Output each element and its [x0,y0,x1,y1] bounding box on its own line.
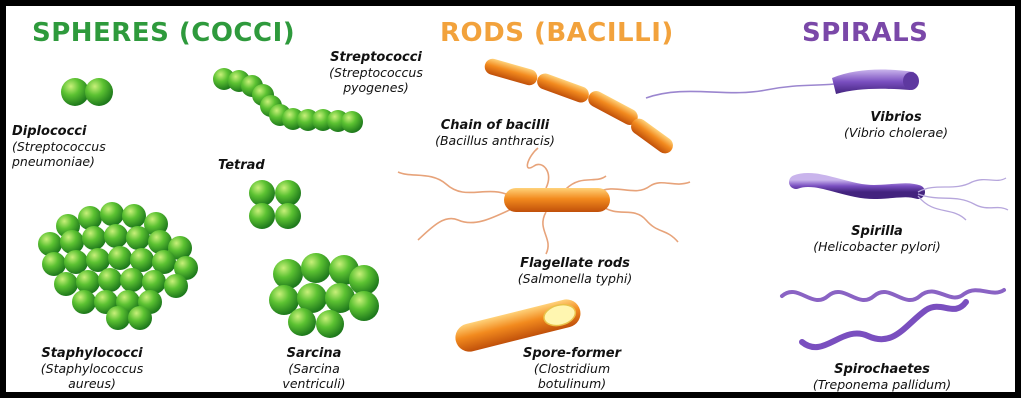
tetrad-shape [249,180,301,229]
label-sarcina: Sarcina (Sarcina ventriculi) [264,346,364,391]
label-species: (Streptococcus [12,139,106,154]
label-name: Diplococci [12,124,106,139]
label-species: (Clostridium [502,361,642,376]
label-spirilla: Spirilla (Helicobacter pylori) [782,224,972,254]
label-tetrad: Tetrad [218,158,265,173]
label-flagellate-rods: Flagellate rods (Salmonella typhi) [480,256,670,286]
label-name: Streptococci [306,50,446,65]
label-streptococci: Streptococci (Streptococcus pyogenes) [306,50,446,95]
spirochaete-shape [782,290,1004,347]
label-name: Spirilla [782,224,972,239]
label-name: Spirochaetes [782,362,982,377]
label-species: (Salmonella typhi) [480,271,670,286]
label-species: (Staphylococcus [22,361,162,376]
spirillum-shape [796,178,1008,220]
label-name: Flagellate rods [480,256,670,271]
label-species: (Vibrio cholerae) [806,125,986,140]
label-name: Chain of bacilli [400,118,590,133]
flagellate-rod-shape [398,148,690,254]
heading-spirals: SPIRALS [802,18,928,48]
label-species: botulinum) [502,376,642,391]
diagram-frame: SPHERES (COCCI) RODS (BACILLI) SPIRALS D… [6,6,1015,392]
label-name: Sarcina [264,346,364,361]
label-species: (Helicobacter pylori) [782,239,972,254]
label-species: pyogenes) [306,80,446,95]
label-chain-of-bacilli: Chain of bacilli (Bacillus anthracis) [400,118,590,148]
label-spore-former: Spore-former (Clostridium botulinum) [502,346,642,391]
label-name: Tetrad [218,158,265,173]
label-name: Spore-former [502,346,642,361]
heading-spheres: SPHERES (COCCI) [32,18,295,48]
label-name: Vibrios [806,110,986,125]
label-diplococci: Diplococci (Streptococcus pneumoniae) [12,124,106,169]
label-vibrios: Vibrios (Vibrio cholerae) [806,110,986,140]
label-species: ventriculi) [264,376,364,391]
staphylococci-shape [38,202,198,330]
label-species: (Sarcina [264,361,364,376]
sarcina-shape [269,253,379,338]
label-species: pneumoniae) [12,154,106,169]
label-name: Staphylococci [22,346,162,361]
label-species: (Treponema pallidum) [782,377,982,392]
diplococci-shape [61,78,113,106]
label-staphylococci: Staphylococci (Staphylococcus aureus) [22,346,162,391]
label-species: (Bacillus anthracis) [400,133,590,148]
bacteria-illustrations [6,6,1015,392]
heading-rods: RODS (BACILLI) [440,18,674,48]
label-species: aureus) [22,376,162,391]
label-spirochaetes: Spirochaetes (Treponema pallidum) [782,362,982,392]
vibrio-shape [646,70,919,98]
label-species: (Streptococcus [306,65,446,80]
